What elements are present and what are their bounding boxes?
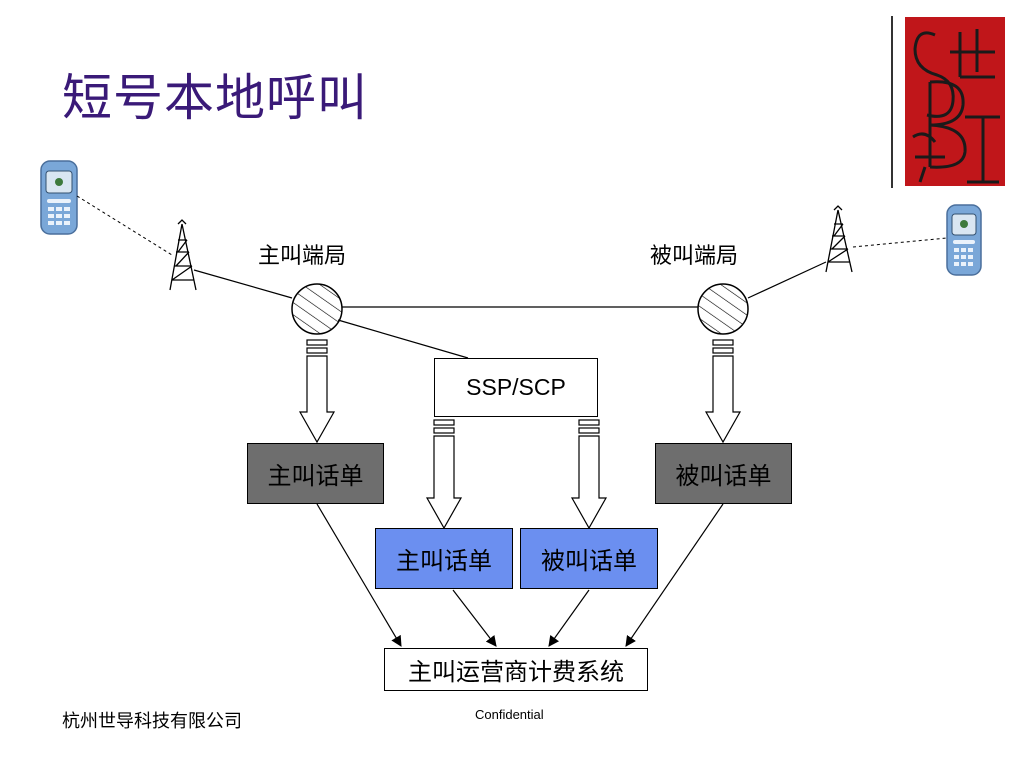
- caller-switch-label: 主叫端局: [258, 244, 347, 269]
- caller-cdr-ssp-box: 主叫话单: [375, 528, 513, 589]
- mobile-phone-icon: [40, 160, 78, 235]
- billing-flow-line: [316, 503, 402, 647]
- cdr-flow-arrow: [704, 339, 742, 444]
- billing-flow-line: [452, 589, 497, 647]
- caller-switch-icon: [291, 283, 343, 335]
- billing-flow-line: [548, 589, 590, 647]
- company-name: 杭州世导科技有限公司: [62, 711, 242, 732]
- cdr-flow-arrow: [425, 419, 463, 530]
- mobile-phone-icon: [946, 204, 982, 276]
- header-divider: [891, 16, 893, 188]
- callee-switch-label: 被叫端局: [650, 244, 739, 269]
- cell-tower-icon: [169, 219, 197, 291]
- signaling-line: [337, 319, 469, 359]
- radio-link: [76, 195, 173, 256]
- cell-tower-icon: [825, 205, 853, 273]
- callee-cdr-ssp-box: 被叫话单: [520, 528, 658, 589]
- cdr-flow-arrow: [570, 419, 608, 530]
- callee-cdr-box: 被叫话单: [655, 443, 792, 504]
- billing-flow-line: [625, 503, 724, 647]
- billing-system-box: 主叫运营商计费系统: [384, 648, 648, 691]
- cdr-flow-arrow: [298, 339, 336, 444]
- page-title: 短号本地呼叫: [62, 69, 368, 127]
- confidential-label: Confidential: [475, 707, 544, 722]
- company-logo: [905, 17, 1005, 186]
- caller-cdr-box: 主叫话单: [247, 443, 384, 504]
- ssp-scp-node: SSP/SCP: [434, 358, 598, 417]
- radio-link: [852, 237, 948, 248]
- callee-switch-icon: [697, 283, 749, 335]
